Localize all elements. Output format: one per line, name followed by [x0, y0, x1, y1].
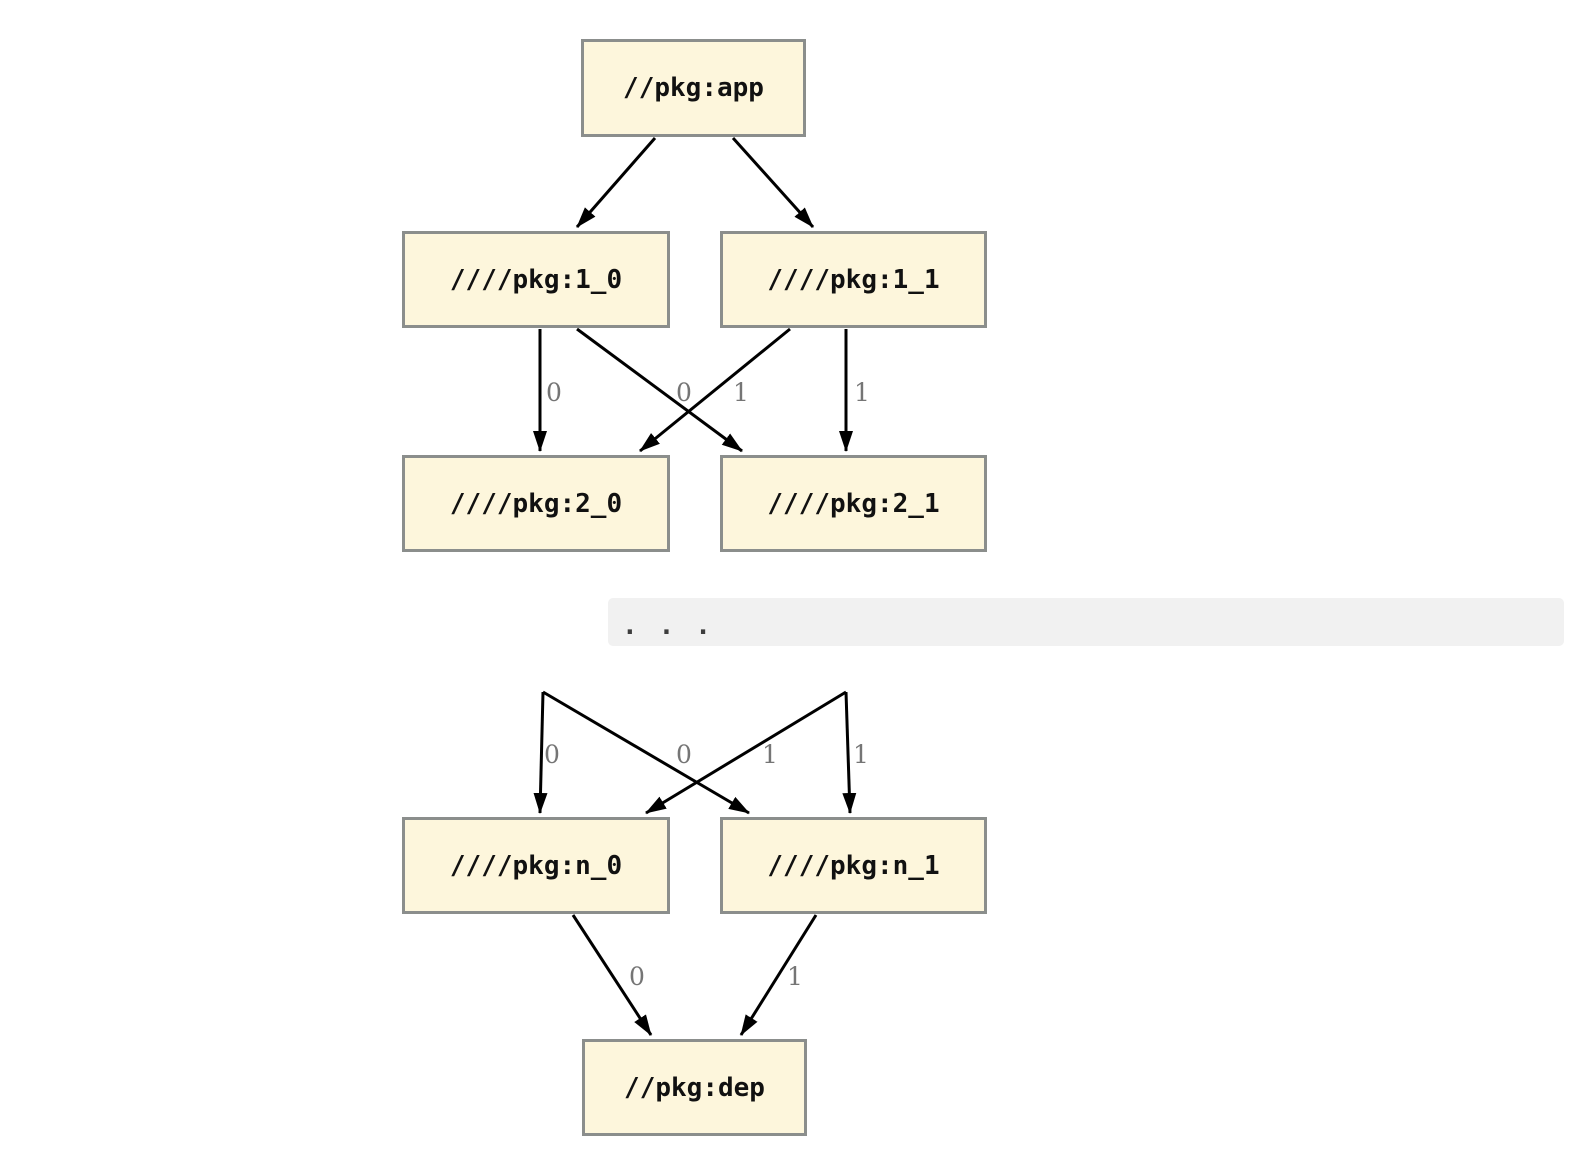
- edge-n_1-to-dep: [739, 914, 818, 1036]
- edge-label-ellipsis-to-n_1: 1: [853, 740, 869, 769]
- edge-label-ellipsis-to-n_1: 1: [762, 740, 778, 769]
- node-label: ////pkg:2_1: [767, 488, 940, 519]
- ellipsis-text: ...: [622, 611, 732, 641]
- node-1_1: ////pkg:1_1: [720, 231, 987, 328]
- edge-label-1_1-to-2_0: 0: [676, 378, 692, 407]
- edge-ellipsis-to-n_1: [842, 691, 857, 814]
- node-n_0: ////pkg:n_0: [402, 817, 670, 914]
- edge-label-n_1-to-dep: 1: [787, 962, 803, 991]
- node-1_0: ////pkg:1_0: [402, 231, 670, 328]
- edge-ellipsis-to-n_1: [542, 690, 750, 815]
- node-label: ////pkg:2_0: [449, 488, 623, 519]
- edge-label-ellipsis-to-n_0: 0: [544, 740, 560, 769]
- edge-label-n_0-to-dep: 0: [629, 962, 645, 991]
- edge-label-1_1-to-2_1: 1: [854, 378, 870, 407]
- node-app: //pkg:app: [581, 39, 806, 137]
- edge-1_1-to-2_0: [639, 327, 791, 453]
- node-2_0: ////pkg:2_0: [402, 455, 670, 552]
- ellipsis-band: ...: [608, 598, 1564, 646]
- edge-label-1_0-to-2_0: 0: [546, 378, 562, 407]
- node-label: ////pkg:1_0: [449, 264, 623, 295]
- edge-app-to-1_1: [731, 136, 815, 229]
- edge-ellipsis-to-n_0: [645, 690, 847, 815]
- node-dep: //pkg:dep: [582, 1039, 807, 1136]
- node-2_1: ////pkg:2_1: [720, 455, 987, 552]
- node-label: ////pkg:n_0: [449, 850, 623, 881]
- node-label: ////pkg:n_1: [767, 850, 940, 881]
- edge-label-1_0-to-2_1: 1: [733, 378, 749, 407]
- node-label: //pkg:app: [623, 73, 764, 103]
- edge-ellipsis-to-n_0: [533, 691, 548, 814]
- edge-n_0-to-dep: [571, 914, 653, 1036]
- edge-label-ellipsis-to-n_0: 0: [676, 740, 692, 769]
- node-label: //pkg:dep: [624, 1072, 765, 1103]
- edge-1_0-to-2_1: [576, 327, 743, 453]
- node-n_1: ////pkg:n_1: [720, 817, 987, 914]
- node-label: ////pkg:1_1: [767, 264, 940, 295]
- edge-app-to-1_0: [575, 137, 657, 228]
